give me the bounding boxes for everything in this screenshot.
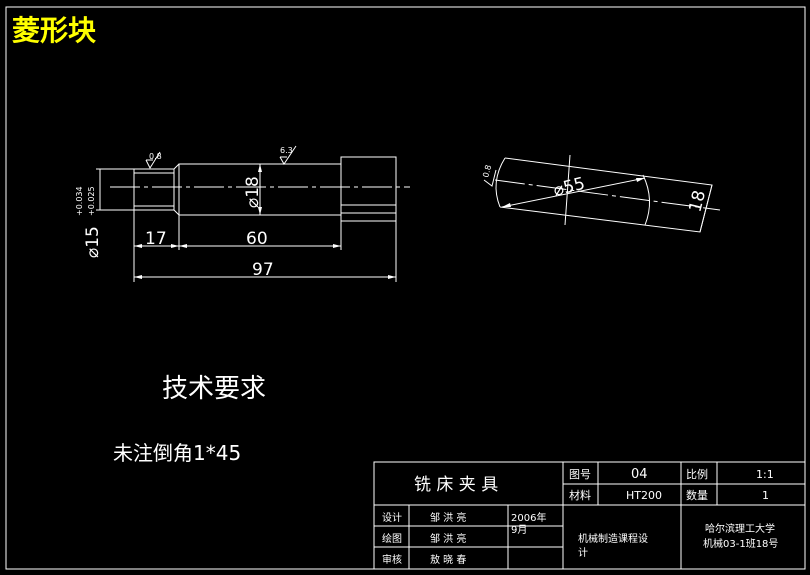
drawing-no-value: 04	[631, 467, 648, 482]
dim-60-label: 60	[246, 229, 268, 249]
drawing-no-label: 图号	[569, 468, 591, 481]
drawing-title: 菱形块	[12, 14, 96, 47]
block-end-view	[494, 154, 721, 233]
date-line2: 9月	[511, 524, 527, 536]
school-line2: 机械03-1班18号	[703, 537, 778, 550]
school-line1: 哈尔滨理工大学	[705, 522, 775, 535]
dim-17-label: 17	[145, 229, 167, 249]
notes-heading: 技术要求	[162, 374, 266, 404]
scale-value: 1:1	[756, 468, 774, 481]
notes-item: 未注倒角1*45	[113, 441, 241, 465]
dim-dia55-label: ⌀55	[551, 174, 587, 201]
dim-97-label: 97	[252, 260, 274, 280]
dim-18-label: 18	[685, 188, 710, 214]
design-name: 邹 洪 亮	[430, 511, 466, 524]
check-name: 敖 晓 春	[430, 553, 466, 566]
roughness-symbols-left	[145, 145, 297, 170]
title-block-grid	[373, 461, 806, 570]
dim-dia18-label: ⌀18	[243, 176, 263, 208]
shaft-dim-arrows	[134, 164, 396, 279]
date-line1: 2006年	[511, 511, 546, 524]
course-line2: 计	[578, 546, 588, 559]
course-line1: 机械制造课程设	[578, 532, 648, 545]
draw-name: 邹 洪 亮	[430, 532, 466, 545]
scale-label: 比例	[686, 467, 708, 481]
roughness-label-block: 0.8	[481, 164, 493, 179]
tolerance-upper: +0.034	[75, 186, 84, 216]
qty-value: 1	[762, 489, 769, 502]
qty-label: 数量	[686, 489, 708, 502]
tolerance-lower: +0.025	[87, 186, 96, 216]
material-value: HT200	[626, 489, 662, 502]
check-label: 审核	[382, 553, 402, 566]
block-dim-arrows	[502, 178, 645, 207]
outer-border	[5, 6, 806, 570]
roughness-symbol-block	[483, 169, 497, 187]
part-name: 铣 床 夹 具	[414, 475, 498, 495]
roughness-label-left: 0.8	[149, 152, 162, 161]
dim-dia15-label: ⌀15	[83, 226, 103, 258]
design-label: 设计	[382, 511, 402, 524]
draw-label: 绘图	[382, 532, 402, 545]
roughness-label-right: 6.3	[280, 146, 293, 155]
material-label: 材料	[569, 488, 591, 502]
